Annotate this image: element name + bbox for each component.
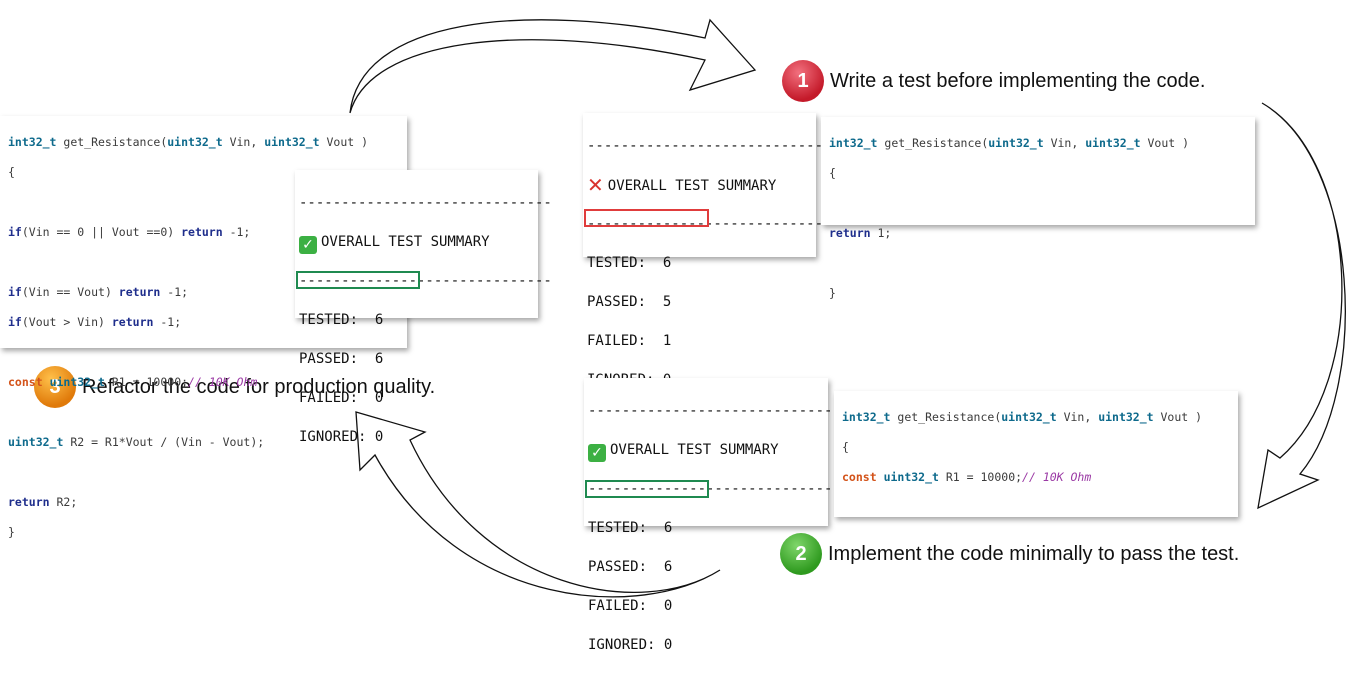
arrow-step1-to-step2 bbox=[1257, 102, 1346, 510]
step-1-badge: 1 bbox=[782, 60, 824, 102]
cycle-arrows bbox=[349, 18, 1346, 598]
cross-icon: ✕ bbox=[587, 172, 604, 197]
step-2: 2 Implement the code minimally to pass t… bbox=[780, 533, 1239, 575]
step-3-text: Refactor the code for production quality… bbox=[82, 375, 436, 398]
arrow-step2-to-step3 bbox=[355, 411, 721, 598]
failed-highlight-red bbox=[584, 209, 709, 227]
step-3: 3 Refactor the code for production quali… bbox=[34, 366, 435, 408]
step-2-badge: 2 bbox=[780, 533, 822, 575]
failed-highlight-green bbox=[585, 480, 709, 498]
test-summary-refactor: ------------------------------ ✓OVERALL … bbox=[295, 170, 552, 445]
arrow-step3-to-step1 bbox=[349, 18, 757, 114]
step-3-badge: 3 bbox=[34, 366, 76, 408]
step-1-text: Write a test before implementing the cod… bbox=[830, 69, 1206, 92]
code-panel-implement: int32_t get_Resistance(uint32_t Vin, uin… bbox=[834, 391, 1238, 517]
test-summary-implement: ------------------------------ ✓OVERALL … bbox=[584, 378, 841, 653]
code-panel-test-first: int32_t get_Resistance(uint32_t Vin, uin… bbox=[821, 117, 1255, 300]
step-2-text: Implement the code minimally to pass the… bbox=[828, 542, 1240, 565]
check-icon: ✓ bbox=[299, 235, 317, 254]
failed-highlight-green bbox=[296, 271, 420, 289]
step-1: 1 Write a test before implementing the c… bbox=[782, 60, 1205, 102]
check-icon: ✓ bbox=[588, 443, 606, 462]
test-summary-fail: ------------------------------ ✕OVERALL … bbox=[583, 113, 840, 388]
